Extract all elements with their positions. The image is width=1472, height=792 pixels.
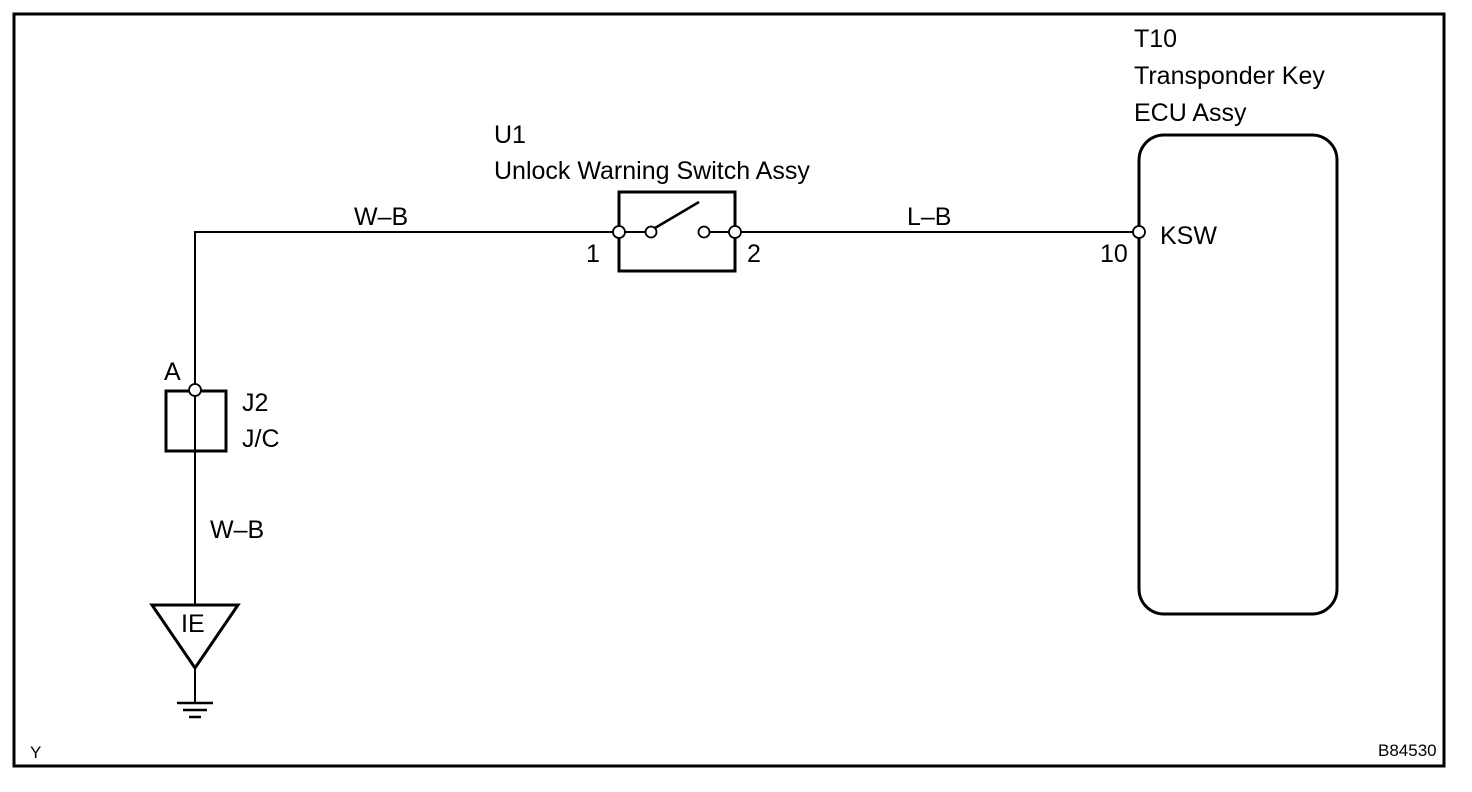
wire-label-junction-to-switch: W–B — [354, 203, 408, 231]
switch-pin-2-label: 2 — [747, 240, 761, 268]
junction-name: J/C — [242, 425, 280, 453]
junction-terminal-label: A — [164, 358, 181, 386]
junction-terminal-a — [188, 383, 202, 397]
ecu-body — [1137, 133, 1339, 616]
ecu-name-line-2: ECU Assy — [1134, 99, 1247, 127]
ecu-name-line-1: Transponder Key — [1134, 62, 1325, 90]
switch-terminal-1 — [612, 225, 626, 239]
switch-terminal-2 — [728, 225, 742, 239]
switch-contact-icon — [619, 200, 735, 239]
ecu-terminal-ksw — [1132, 225, 1146, 239]
ecu-code: T10 — [1134, 25, 1177, 53]
ground-icon — [177, 668, 213, 719]
junction-code: J2 — [242, 389, 268, 417]
ground-point-label: IE — [181, 610, 205, 638]
wire-label-junction-to-ground: W–B — [210, 516, 264, 544]
diagram-frame — [12, 12, 1446, 768]
figure-id: B84530 — [1378, 741, 1437, 760]
switch-pin-1-label: 1 — [586, 240, 600, 268]
ecu-pin-number: 10 — [1100, 240, 1128, 268]
ground-point-triangle — [149, 603, 241, 671]
ecu-pin-name: KSW — [1160, 222, 1217, 250]
wire-label-switch-to-ecu: L–B — [907, 203, 951, 231]
switch-name: Unlock Warning Switch Assy — [494, 157, 810, 185]
wire-junction-to-switch — [194, 231, 613, 384]
corner-label-y: Y — [30, 743, 41, 762]
switch-code: U1 — [494, 121, 526, 149]
